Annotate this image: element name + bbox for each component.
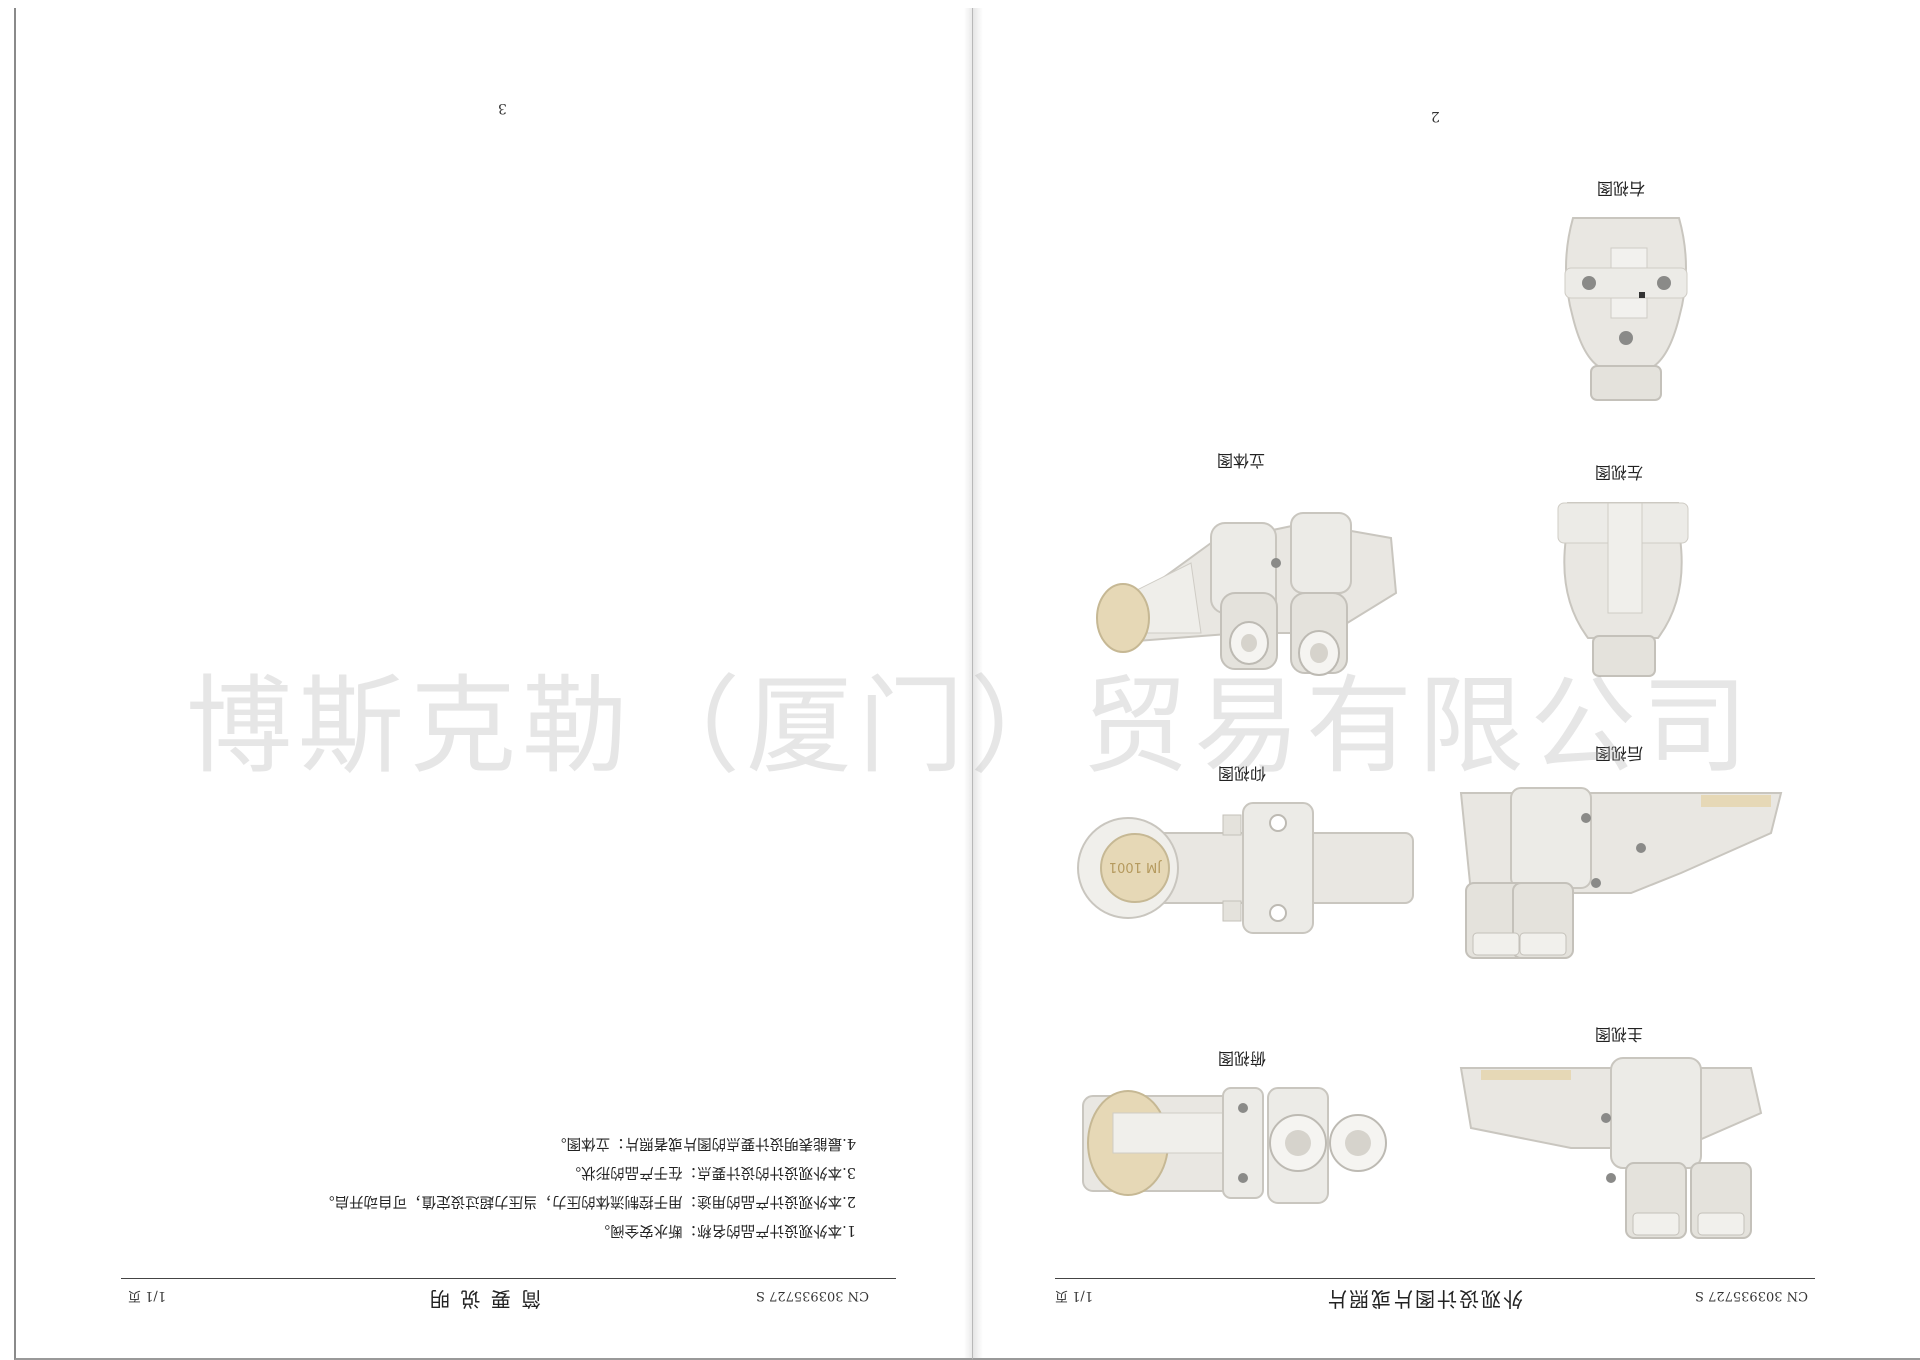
left-header-title: 简 要 说 明 <box>428 1287 542 1311</box>
photo-rear-view <box>1451 773 1786 963</box>
photo-perspective-view <box>1091 483 1406 693</box>
note-3: 3.本外观设计的设计要点：在于产品的形状。 <box>566 1164 856 1180</box>
photo-front-view <box>1451 1048 1771 1243</box>
right-header-title: 外观设计图片或照片 <box>1325 1287 1523 1311</box>
photo-bottom-view: JM 1001 <box>1073 793 1418 943</box>
left-header-rule <box>121 1278 896 1279</box>
caption-left-view: 左视图 <box>1595 463 1644 482</box>
right-header-rule <box>1055 1278 1815 1279</box>
page-gutter-shadow <box>964 8 974 1358</box>
page-gutter-shadow <box>973 8 983 1358</box>
left-page-number: 3 <box>498 100 507 116</box>
caption-perspective-view: 立体图 <box>1217 451 1266 470</box>
photo-left-view <box>1548 488 1698 688</box>
note-4: 4.最能表明设计要点的图片或者照片：立体图。 <box>552 1135 856 1151</box>
caption-front-view: 主视图 <box>1595 1025 1644 1044</box>
caption-rear-view: 后视图 <box>1595 744 1644 763</box>
left-page: 3 CN 303935727 S 简 要 说 明 1/1 页 1.本外观设计产品… <box>14 8 974 1360</box>
photo-right-view <box>1551 208 1701 408</box>
right-page: 2 右视图 立体图 <box>972 8 1920 1360</box>
part-marking-text: JM 1001 <box>1109 859 1162 874</box>
note-1: 1.本外观设计产品的名称：断水安全阀。 <box>595 1222 856 1238</box>
caption-right-view: 右视图 <box>1597 179 1646 198</box>
right-header-doc-id: CN 303935727 S <box>1695 1288 1808 1303</box>
note-2: 2.本外观设计产品的用途：用于控制流体的压力，当压力超过设定值，可自动开启。 <box>320 1193 856 1209</box>
right-page-number: 2 <box>1431 108 1440 124</box>
right-header-page-count: 1/1 页 <box>1055 1288 1094 1303</box>
left-header-page-count: 1/1 页 <box>128 1288 167 1303</box>
photo-top-view <box>1073 1068 1393 1218</box>
left-header-doc-id: CN 303935727 S <box>756 1288 869 1303</box>
caption-bottom-view: 仰视图 <box>1218 764 1267 783</box>
brief-notes: 1.本外观设计产品的名称：断水安全阀。 2.本外观设计产品的用途：用于控制流体的… <box>166 1128 856 1244</box>
